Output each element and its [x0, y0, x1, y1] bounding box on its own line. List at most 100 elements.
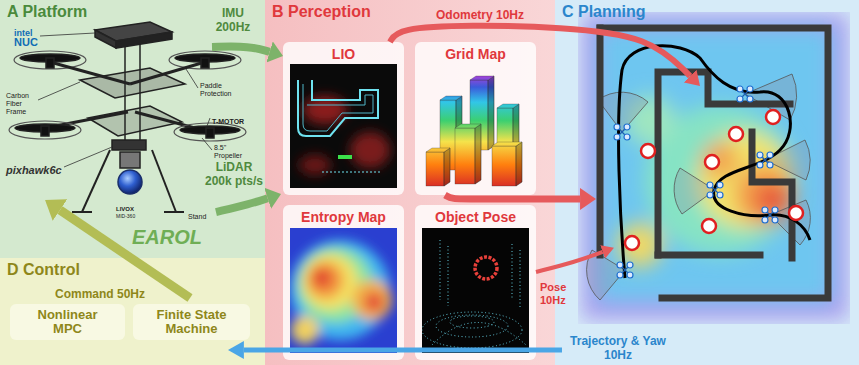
drone-illustration [46, 58, 54, 68]
drone-illustration [41, 126, 49, 136]
grid-map-image [492, 142, 522, 146]
planning-map [614, 124, 630, 140]
panel-title: C Planning [562, 2, 646, 21]
part-label-holder: Stand [188, 205, 206, 223]
part-label: 8.5" Propeller [214, 144, 254, 160]
planning-map [582, 14, 848, 320]
planning-map [674, 168, 715, 214]
entropy-map-image [364, 292, 384, 312]
part-label-holder: EAROL [132, 226, 202, 249]
object-pose-image [422, 228, 529, 353]
lio-image [298, 80, 378, 136]
planning-map [789, 206, 803, 220]
signal-label-holder: Trajectory & Yaw 10Hz [566, 334, 670, 363]
part-label-holder: T-MOTOR [212, 110, 244, 128]
planning-map [618, 95, 795, 267]
planning-map [619, 46, 810, 278]
leader-line [38, 82, 80, 100]
drone-illustration [95, 30, 116, 48]
leader-line [40, 33, 95, 36]
signal-arrow [216, 198, 268, 212]
part-label-holder: Paddle Protection [200, 82, 240, 100]
entropy-map-image [290, 240, 392, 344]
drone-illustration [9, 121, 81, 139]
module-title: LIO [332, 46, 355, 62]
planning-map [766, 110, 780, 124]
lio-image [338, 155, 352, 159]
planning-map [625, 236, 639, 250]
lio-image [350, 132, 390, 168]
drone-illustration [164, 211, 184, 213]
planning-map [658, 252, 760, 259]
lio-image [290, 64, 397, 188]
grid-map-image [455, 128, 475, 184]
drone-illustration [206, 128, 214, 138]
grid-map-image [475, 124, 481, 184]
part-label: NUC [14, 36, 38, 48]
object-pose-image [422, 312, 522, 348]
drone-illustration [118, 170, 142, 194]
signal-label: Pose 10Hz [540, 281, 572, 307]
grid-map-image [426, 152, 444, 186]
signal-label-holder: Odometry 10Hz [436, 5, 540, 23]
entropy-map-image [290, 228, 397, 353]
entropy-map-image [307, 262, 343, 298]
planning-map [598, 28, 832, 302]
panel-title: A Platform [7, 2, 87, 21]
entropy-map-image [302, 254, 358, 310]
planning-map [707, 182, 723, 198]
signal-label-holder: IMU 200Hz [212, 6, 254, 35]
signal-label: LiDAR 200k pts/s [203, 160, 265, 188]
control-box: Finite State Machine [133, 304, 250, 340]
planning-map [617, 262, 633, 278]
planning-map [582, 14, 848, 320]
object-pose-image [450, 316, 494, 328]
part-label: pixhawk6c [6, 164, 62, 177]
planning-map [705, 155, 719, 169]
part-label: LIVOX [116, 206, 134, 213]
signal-label-holder: Command 50Hz [55, 284, 159, 302]
entropy-map-image [313, 269, 331, 287]
leader-line [38, 33, 212, 167]
grid-map-image [475, 124, 481, 184]
grid-map-image [444, 148, 450, 186]
planning-map [752, 132, 792, 258]
grid-map-image [516, 142, 522, 186]
part-label: EAROL [132, 226, 202, 249]
drone-illustration [169, 51, 241, 69]
drone-illustration [116, 32, 172, 48]
entropy-map-image [290, 228, 397, 353]
signal-label: Odometry 10Hz [436, 8, 524, 22]
drone-illustration [72, 211, 92, 213]
lio-image [290, 64, 397, 188]
signal-label-holder: LiDAR 200k pts/s [203, 160, 265, 189]
drone-illustration [201, 58, 209, 68]
drone-illustration [14, 51, 86, 69]
drone-illustration [112, 140, 146, 150]
grid-map-image [426, 76, 522, 186]
object-pose-image [422, 240, 526, 348]
planning-map [625, 110, 803, 250]
leader-line [202, 138, 212, 150]
module-title: Grid Map [445, 46, 506, 62]
entropy-map-image [290, 240, 392, 344]
leader-line [207, 118, 210, 126]
grid-map-image [488, 76, 494, 150]
planning-map [737, 86, 753, 102]
lio-image [322, 172, 382, 173]
object-pose-image [422, 228, 529, 353]
planning-map [765, 140, 810, 180]
object-pose-image [440, 240, 520, 308]
lio-image [298, 80, 390, 175]
panel-title: B Perception [272, 2, 371, 21]
leader-line [186, 69, 198, 88]
planning-map [582, 14, 848, 320]
entropy-map-image [352, 280, 392, 320]
planning-map [600, 28, 828, 298]
part-label: Carbon Fiber Frame [6, 92, 36, 116]
grid-map-image [444, 148, 450, 186]
